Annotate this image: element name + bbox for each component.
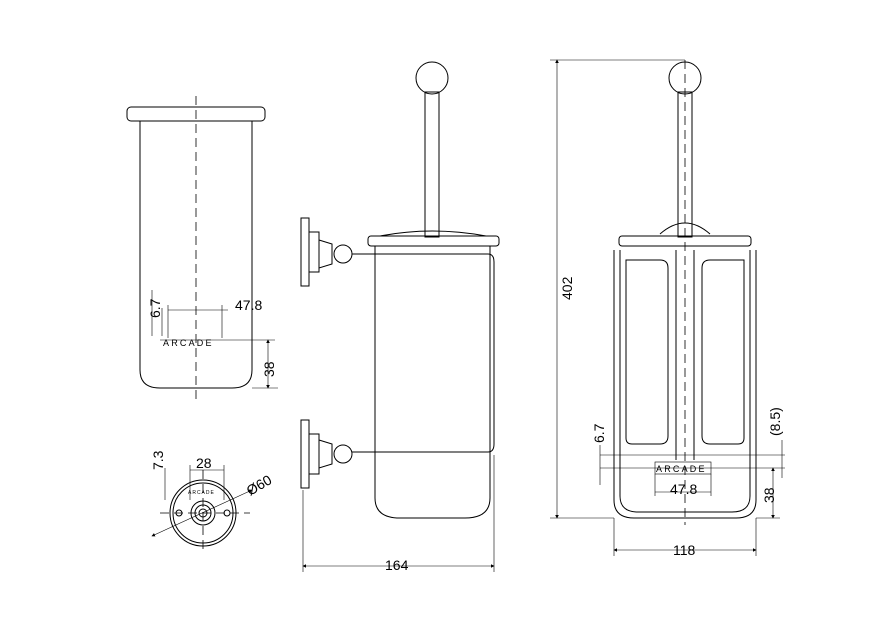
cup-side-view [126, 96, 278, 402]
rose-diameter-dimension: Ø60 [244, 471, 275, 498]
rose-offset-dimension: 7.3 [150, 450, 166, 470]
front-label-height-dimension: 38 [761, 487, 777, 503]
front-width-dimension: 118 [673, 542, 696, 558]
rose-brand-label: ARCADE [188, 490, 215, 496]
side-depth-dimension: 164 [385, 557, 409, 573]
cup-width-dimension: 47.8 [235, 297, 262, 313]
front-height-dimension: 402 [559, 276, 575, 300]
front-label-width-dimension: 47.8 [670, 481, 697, 497]
front-gap-dimension: 6.7 [591, 423, 607, 443]
rose-hole-spacing-dimension: 28 [196, 455, 212, 471]
cup-brand-label: ARCADE [163, 338, 214, 348]
cup-gap-dimension: 6.7 [147, 298, 163, 318]
front-elevation-view [550, 59, 785, 556]
side-elevation-view [300, 61, 500, 572]
wall-rose-view [151, 465, 253, 552]
front-offset-dimension: (8.5) [767, 407, 783, 436]
cup-height-dimension: 38 [261, 361, 277, 377]
front-brand-label: ARCADE [656, 464, 707, 474]
